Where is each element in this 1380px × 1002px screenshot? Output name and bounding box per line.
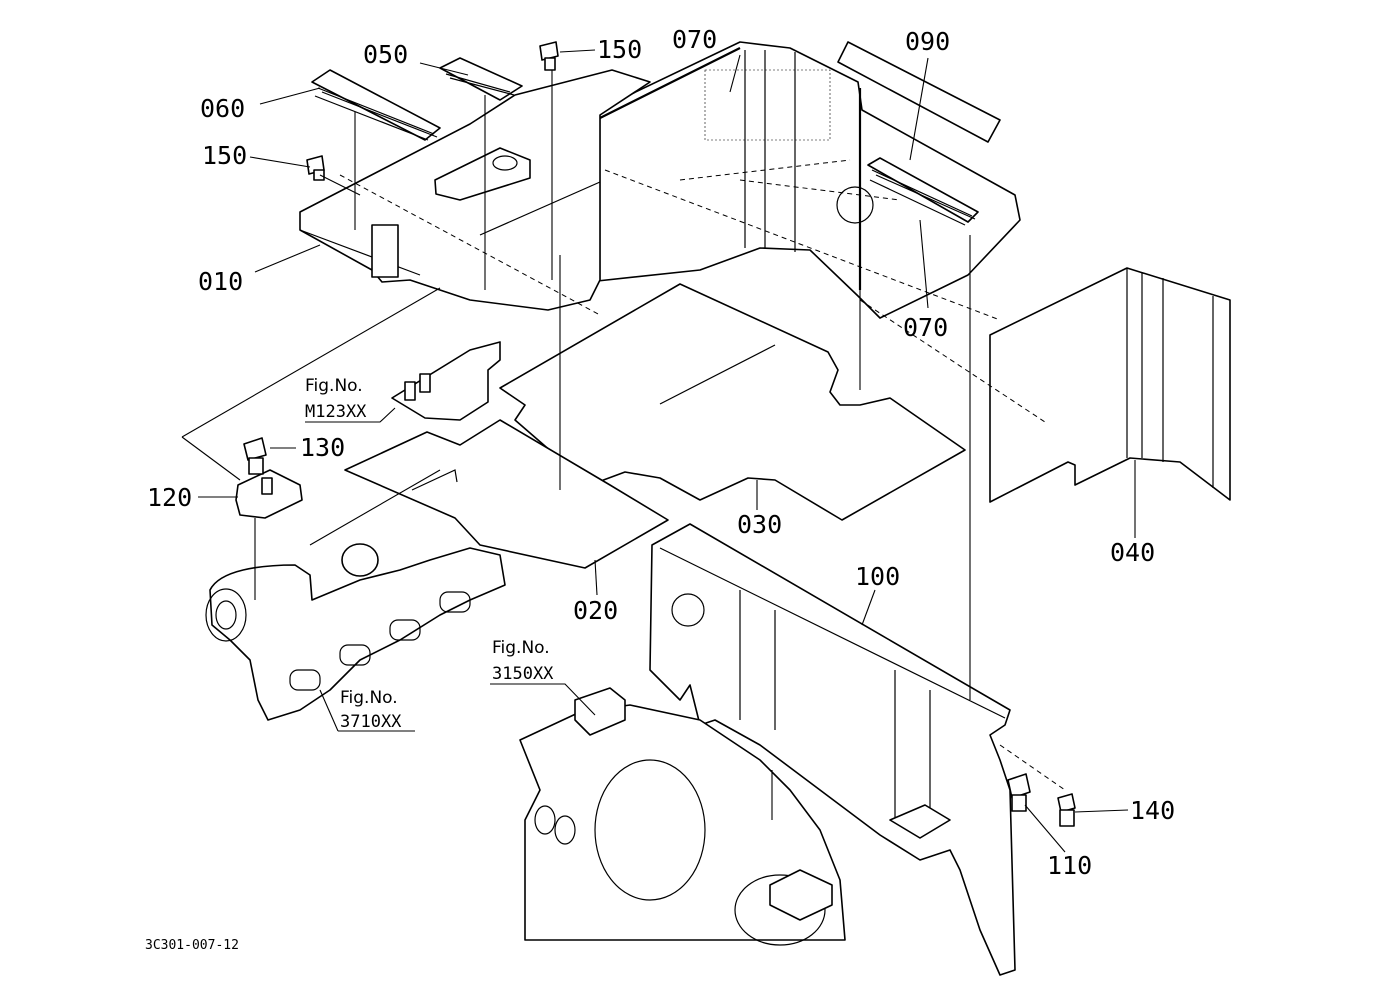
part-150-bolt-left (306, 155, 325, 181)
callout-100: 100 (855, 562, 900, 591)
figref-3710-code: 3710XX (340, 712, 402, 732)
exhaust-manifold-3710 (205, 543, 506, 721)
callout-labels: 060 050 150 150 010 070 090 070 130 120 … (147, 25, 1175, 880)
part-070-floor-cover (587, 41, 1021, 319)
part-100-side-bracket (649, 523, 1016, 976)
callout-130: 130 (300, 433, 345, 462)
callout-050: 050 (363, 40, 408, 69)
drawing-id: 3C301-007-12 (145, 938, 239, 953)
part-110-bolt (1007, 773, 1031, 812)
figref-m123-label: Fig.No. (305, 376, 363, 396)
part-050-mat (439, 57, 523, 101)
callout-070-top: 070 (672, 25, 717, 54)
figure-references: Fig.No. M123XX Fig.No. 3150XX Fig.No. 37… (305, 376, 554, 732)
figref-3150-code: 3150XX (492, 664, 554, 684)
part-130-bolt (243, 437, 267, 475)
callout-150-top: 150 (597, 35, 642, 64)
callout-070-bottom: 070 (903, 313, 948, 342)
part-120-bracket (235, 469, 303, 519)
callout-140: 140 (1130, 796, 1175, 825)
callout-010: 010 (198, 267, 243, 296)
assembly-lines (181, 70, 1066, 820)
figref-3150-label: Fig.No. (492, 638, 550, 658)
callout-150-left: 150 (202, 141, 247, 170)
flywheel-housing-3150 (519, 687, 846, 946)
part-020-floor-mat (344, 419, 669, 569)
figref-m123-code: M123XX (305, 402, 367, 422)
callout-020: 020 (573, 596, 618, 625)
callout-110: 110 (1047, 851, 1092, 880)
bracket-m123 (391, 341, 501, 421)
callout-030: 030 (737, 510, 782, 539)
part-090-plate (837, 41, 1001, 143)
part-040-side-panel (989, 267, 1231, 503)
part-060-mat (311, 69, 441, 141)
callout-120: 120 (147, 483, 192, 512)
part-150-bolt-top (539, 41, 559, 71)
callout-090: 090 (905, 27, 950, 56)
callout-040: 040 (1110, 538, 1155, 567)
figref-3710-label: Fig.No. (340, 688, 398, 708)
callout-leaders (198, 49, 1136, 853)
callout-060: 060 (200, 94, 245, 123)
part-010-floor-plate (299, 69, 651, 311)
part-140-bolt (1057, 793, 1076, 827)
